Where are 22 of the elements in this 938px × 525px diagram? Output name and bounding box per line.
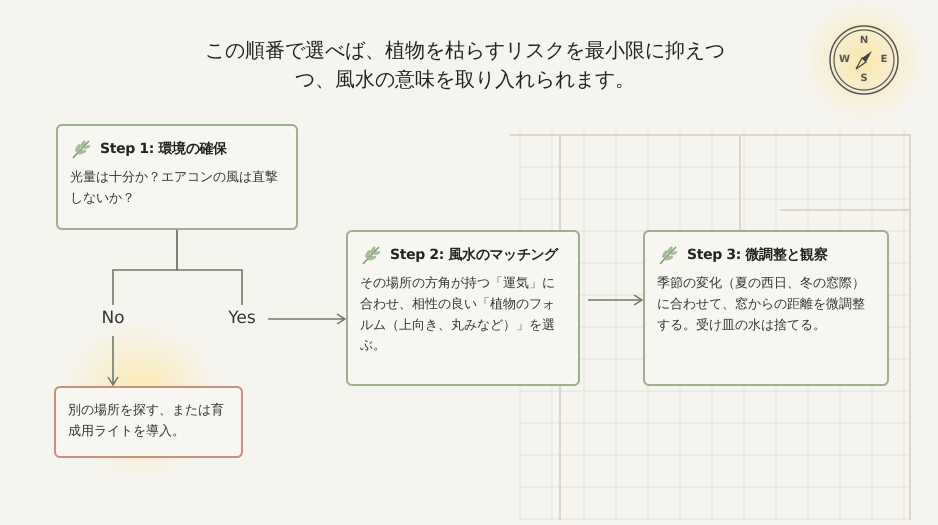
step-heading: Step 2: 風水のマッチング <box>390 246 558 264</box>
compass-letter: E <box>880 54 888 66</box>
arrow <box>268 313 346 325</box>
step-heading: Step 1: 環境の確保 <box>100 140 227 158</box>
branch-label: Yes <box>224 306 260 332</box>
title: この順番で選べば、植物を枯らすリスクを最小限に抑えつつ、風水の意味を取り入れられます。 <box>204 37 726 93</box>
arrow <box>107 336 119 386</box>
step-box <box>643 230 889 386</box>
arrow <box>588 294 643 306</box>
alternative-box <box>54 386 243 458</box>
branch-line <box>176 230 243 305</box>
step-description: 別の場所を探す、または育成用ライトを導入。 <box>68 402 225 441</box>
step-description: その場所の方角が持つ「運気」に合わせ、相性の良い「植物のフォルム（上向き、丸みなど）」を選ぶ。 <box>360 275 556 356</box>
compass-letter: N <box>859 35 869 47</box>
step-box <box>346 230 580 386</box>
step-description: 季節の変化（夏の西日、冬の窓際）に合わせて、窓からの距離を微調整する。受け皿の水は捨てる。 <box>657 275 866 335</box>
step-description: 光量は十分か？エアコンの風は直撃しないか？ <box>70 169 279 208</box>
compass-letter: S <box>859 73 869 85</box>
compass-letter: W <box>839 54 849 66</box>
step-heading: Step 3: 微調整と観察 <box>687 246 828 264</box>
step-box <box>56 124 298 230</box>
branch-label: No <box>96 306 130 332</box>
